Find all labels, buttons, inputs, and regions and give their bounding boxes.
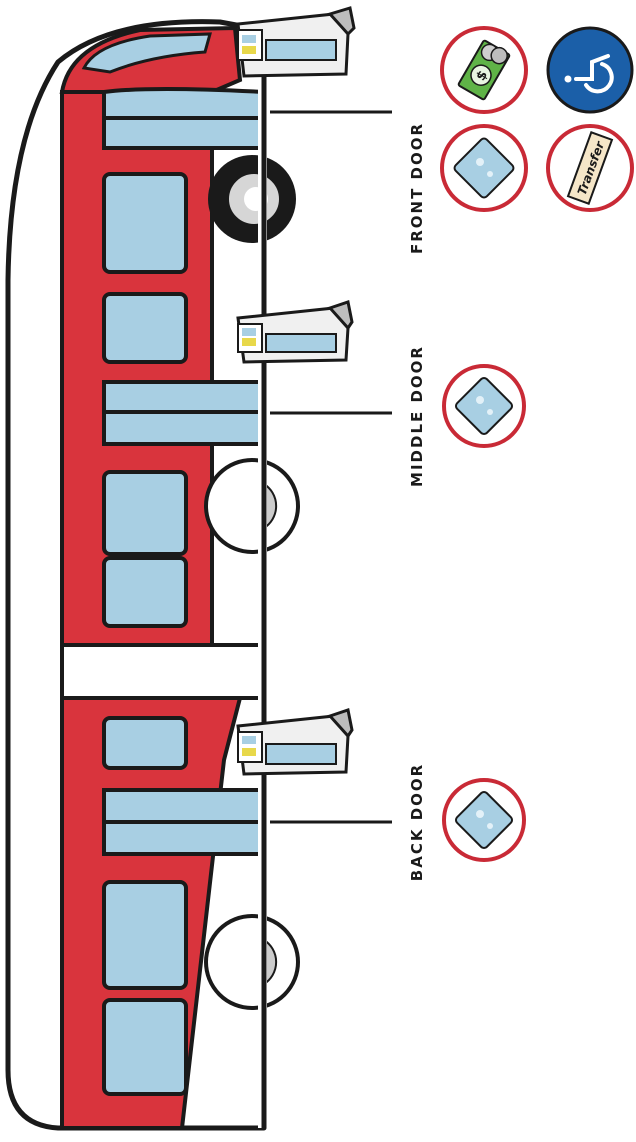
wheel-rear [204, 914, 300, 1010]
fare-reader-middle [236, 300, 354, 364]
fare-card-icon [442, 364, 526, 448]
front-door [102, 87, 266, 150]
window [102, 470, 188, 556]
wheel-middle [204, 458, 300, 554]
bus-articulation-joint [60, 643, 266, 700]
middle-door-label: MIDDLE DOOR [408, 345, 426, 487]
window [102, 880, 188, 990]
window [102, 172, 188, 274]
window [102, 716, 188, 770]
fare-reader-back [236, 708, 354, 776]
front-door-label: FRONT DOOR [408, 122, 426, 254]
cash-icon: $ [440, 26, 528, 114]
windows [102, 172, 188, 1096]
fare-reader-front [236, 6, 356, 78]
fare-card-icon [440, 124, 528, 212]
fare-card-icon [442, 778, 526, 862]
windshield [81, 32, 212, 74]
window [102, 556, 188, 628]
back-door-label: BACK DOOR [408, 763, 426, 881]
wheelchair-icon [546, 26, 634, 114]
transfer-ticket-icon: Transfer [546, 124, 634, 212]
wheel-front [208, 155, 296, 243]
window [102, 292, 188, 364]
back-door [102, 788, 266, 856]
middle-door [102, 380, 266, 446]
window [102, 998, 188, 1096]
